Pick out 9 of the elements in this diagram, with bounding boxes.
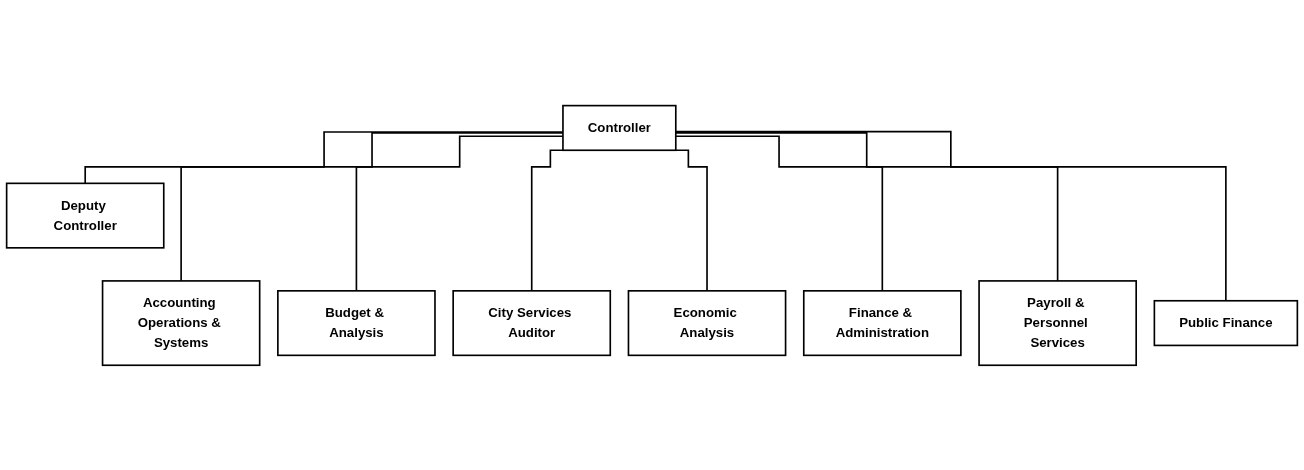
node-box: Economic Analysis: [627, 289, 787, 356]
node-box: Accounting Operations & Systems: [101, 279, 261, 366]
node-box: Budget & Analysis: [277, 289, 436, 356]
node-box: Deputy Controller: [5, 182, 165, 249]
node-box: Finance & Administration: [802, 289, 962, 356]
node-box: Public Finance: [1153, 299, 1299, 346]
node-box: City Services Auditor: [452, 289, 612, 356]
node-box: Controller: [562, 104, 677, 151]
node-box: Payroll & Personnel Services: [978, 279, 1137, 366]
